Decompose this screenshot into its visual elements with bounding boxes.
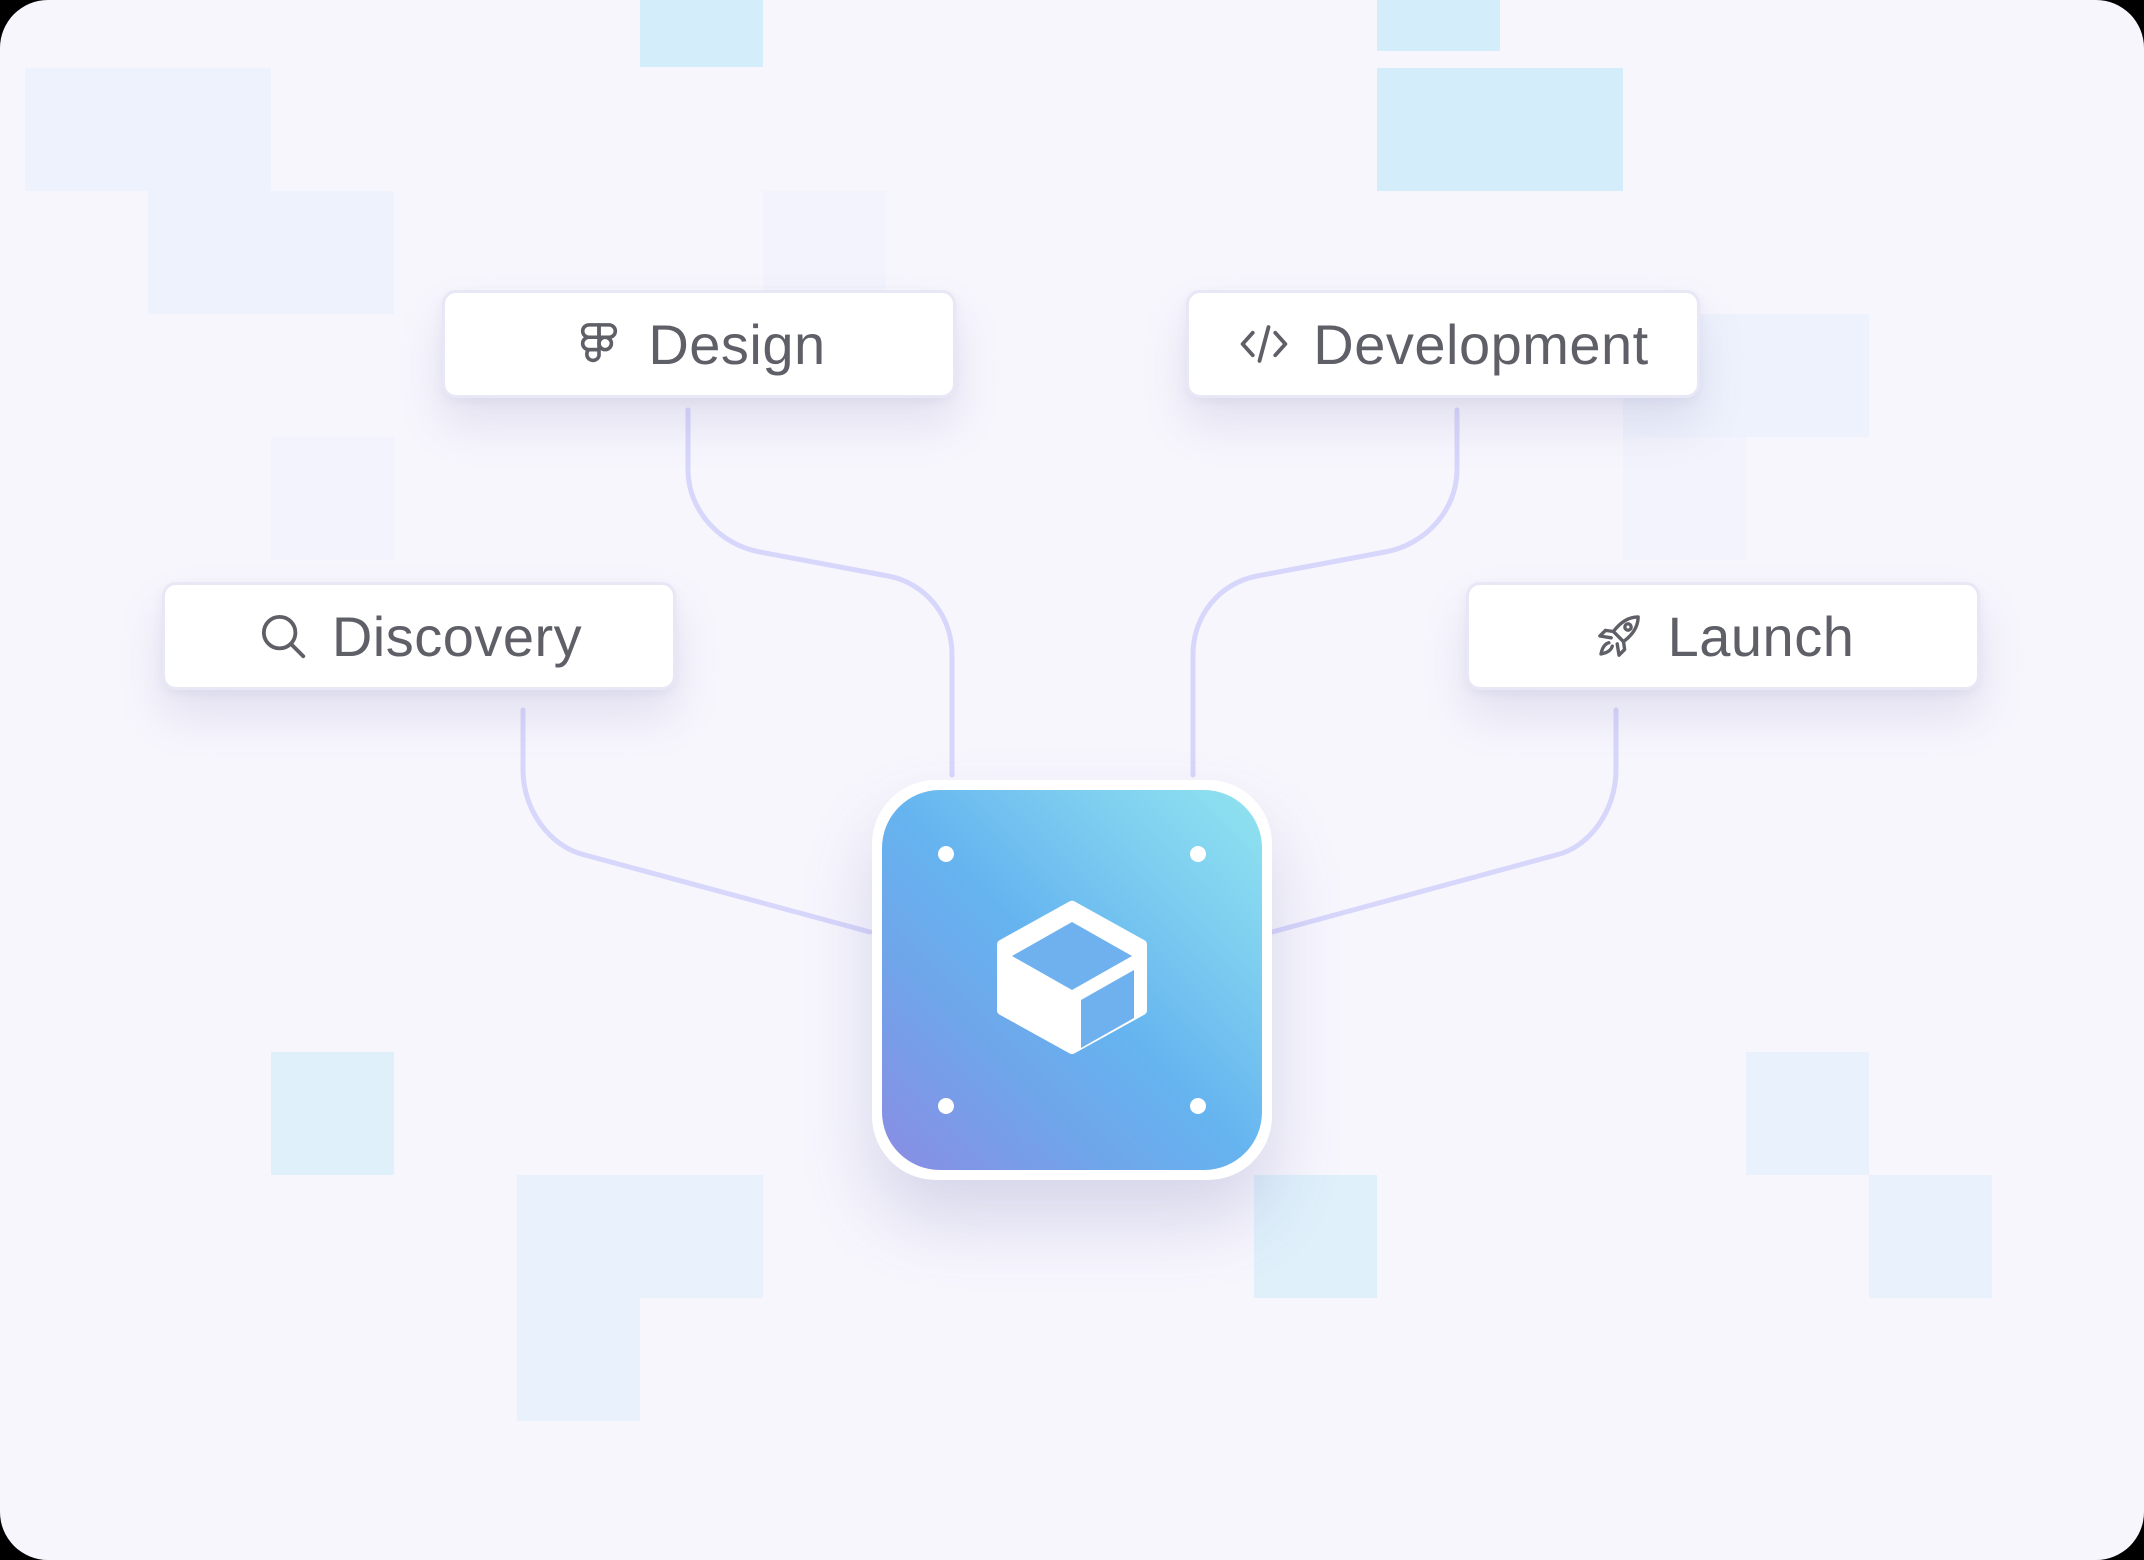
hub-node[interactable] — [872, 780, 1272, 1180]
development-label: Development — [1313, 312, 1649, 376]
background-tile — [1869, 1175, 1992, 1298]
background-tile — [1254, 1175, 1377, 1298]
connector-design — [685, 407, 955, 778]
hub-corner-dot — [1190, 846, 1206, 862]
code-icon — [1237, 317, 1291, 371]
cube-icon — [997, 900, 1147, 1055]
connector-launch — [1269, 707, 1619, 935]
background-tile — [1746, 1052, 1869, 1175]
launch-node[interactable]: Launch — [1466, 582, 1980, 690]
hub-corner-dot — [938, 846, 954, 862]
background-tile — [271, 191, 394, 314]
hub-corner-dot — [938, 1098, 954, 1114]
discovery-node[interactable]: Discovery — [162, 582, 676, 690]
development-node[interactable]: Development — [1186, 290, 1700, 398]
launch-label: Launch — [1667, 604, 1855, 668]
background-tile — [271, 437, 394, 560]
search-icon — [256, 609, 310, 663]
hub-corner-dot — [1190, 1098, 1206, 1114]
connector-development — [1190, 407, 1460, 778]
background-tile — [640, 1175, 763, 1298]
background-tile — [1746, 314, 1869, 437]
background-tile — [148, 68, 271, 191]
background-tile — [517, 1298, 640, 1421]
background-tile — [1377, 68, 1500, 191]
background-tile — [1377, 0, 1500, 51]
design-node[interactable]: Design — [442, 290, 956, 398]
hub-gradient-panel — [882, 790, 1262, 1170]
background-tile — [517, 1175, 640, 1298]
figma-icon — [572, 317, 626, 371]
discovery-label: Discovery — [331, 604, 583, 668]
background-tile — [148, 191, 271, 314]
background-tile — [1500, 68, 1623, 191]
rocket-icon — [1592, 609, 1646, 663]
connector-discovery — [520, 707, 873, 935]
background-tile — [271, 1052, 394, 1175]
background-tile — [25, 68, 148, 191]
background-tile — [640, 0, 763, 67]
design-label: Design — [648, 312, 826, 376]
background-tile — [1623, 437, 1746, 560]
